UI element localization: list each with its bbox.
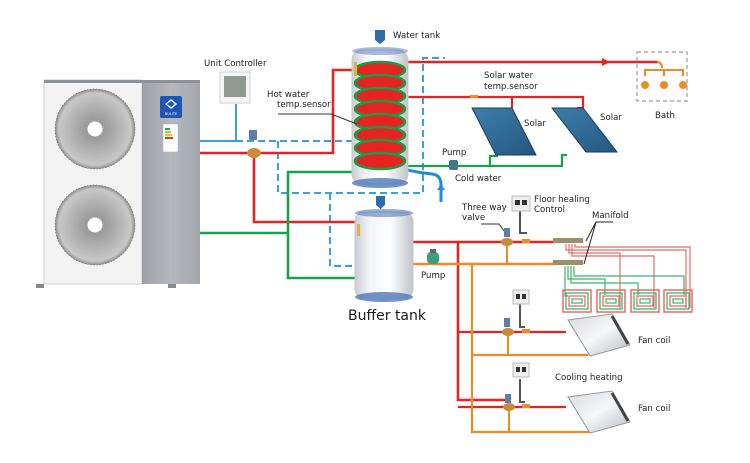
solar-panel-1: Solar <box>471 107 546 156</box>
fan-bottom-icon <box>54 184 136 266</box>
buffer-tank-label: Buffer tank <box>348 308 427 324</box>
solar-return-pipe-panel1 <box>488 154 498 166</box>
solar-label-2: Solar <box>600 113 622 123</box>
return-pipe-buffer <box>286 233 356 280</box>
return-pipe-unit <box>200 170 352 235</box>
flow-arrow-icon <box>602 58 610 66</box>
fan-coil-1-label: Fan coil <box>638 336 670 346</box>
water-tank: Water tank <box>351 30 440 188</box>
shower-head-icon <box>641 81 649 89</box>
fan-coil-2: Fan coil <box>503 362 670 434</box>
three-way-valve-leader <box>481 223 505 232</box>
fan-coil-2-label: Fan coil <box>638 404 670 414</box>
hot-supply-pipe-unit <box>200 68 352 155</box>
fan-top-icon <box>54 88 136 170</box>
floor-heating-control-label: Floor healing <box>534 195 590 205</box>
bath-fixtures: Bath <box>636 51 688 121</box>
cold-water-arrow-icon <box>437 184 445 190</box>
fan-coil-control-wire-1 <box>519 303 525 328</box>
hot-water-sensor-label: Hot water <box>267 90 310 100</box>
hot-water-sensor-leader <box>278 113 358 125</box>
water-tank-label: Water tank <box>393 31 440 41</box>
bath-label: Bath <box>655 111 675 121</box>
solar-panel-2: Solar <box>550 107 622 153</box>
solar-hot-pipe <box>407 95 585 110</box>
three-way-valve-floor-icon <box>501 228 530 246</box>
pump-top-label: Pump <box>442 148 466 158</box>
three-way-valve-fan-coil-1-icon <box>502 318 530 336</box>
manifold-leader <box>583 221 613 265</box>
fan-coil-1: Fan coil <box>502 289 670 357</box>
solar-pump-icon <box>449 160 458 170</box>
shower-head-icon <box>660 81 668 89</box>
heat-exchanger-coil <box>353 60 407 171</box>
solar-sensor-label-2: temp.sensor <box>484 82 538 92</box>
pump-bottom-label: Pump <box>421 271 445 281</box>
cooling-heating-label: Cooling heating <box>555 373 623 383</box>
floor-control-wire <box>519 208 527 234</box>
brand-name: NULITE <box>165 112 178 116</box>
fan-coil-controller-2 <box>512 362 530 378</box>
three-way-valve-fan-coil-2-icon <box>503 394 530 411</box>
fan-coil-controller-1 <box>512 289 530 305</box>
hot-supply-pipe-to-buffer <box>252 153 358 224</box>
fan-coil-control-wire-2 <box>519 379 525 403</box>
floor-heating-loops <box>562 244 693 313</box>
floor-heating-control-label-2: Control <box>534 205 565 215</box>
buffer-hot-outlet-pipe <box>413 240 510 402</box>
heating-return-pipe-vertical <box>470 264 590 434</box>
floor-loop-coils <box>562 289 693 313</box>
three-way-valve-unit-icon <box>247 130 261 158</box>
heating-pump-icon <box>427 249 439 264</box>
brand-logo-icon <box>160 96 182 118</box>
expansion-valve-buffer-icon <box>376 196 385 209</box>
solar-label-1: Solar <box>524 119 546 129</box>
solar-sensor-label: Solar water <box>484 71 534 81</box>
unit-controller: Unit Controller <box>204 59 267 104</box>
floor-heating-controller <box>511 195 531 212</box>
solar-sensor-icon <box>470 95 478 98</box>
unit-controller-label: Unit Controller <box>204 59 267 69</box>
manifold-icon <box>553 238 583 265</box>
manifold-label: Manifold <box>592 211 629 221</box>
expansion-valve-top-icon <box>375 30 385 44</box>
heat-pump-outdoor-unit: NULITE <box>36 79 200 288</box>
solar-return-pipe <box>407 153 567 168</box>
buffer-tank: Buffer tank <box>348 196 427 324</box>
dashed-control-line-loop <box>277 57 445 194</box>
hot-water-sensor-label-2: temp.sensor <box>277 100 331 110</box>
three-way-valve-label: Three way <box>461 203 507 213</box>
dashed-control-line-buffer <box>329 193 356 267</box>
shower-head-icon <box>679 81 687 89</box>
three-way-valve-label-2: valve <box>462 213 485 223</box>
controller-signal-line <box>200 104 237 142</box>
cold-water-label: Cold water <box>455 174 502 184</box>
